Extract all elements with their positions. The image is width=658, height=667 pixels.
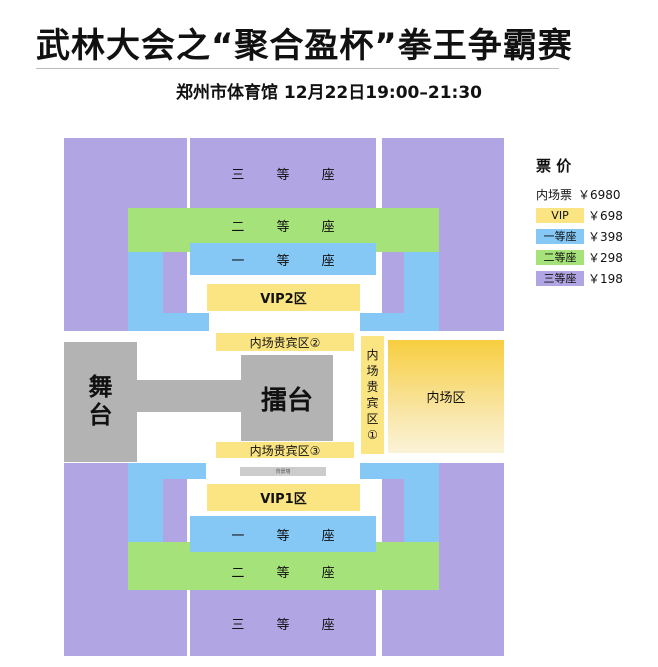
legend-vip-price: ￥698 xyxy=(588,209,623,223)
second-class-bottom-label: 二 等 座 xyxy=(231,565,349,581)
price-legend: 内场票 ￥6980 VIP ￥698 一等座 ￥398 二等座 ￥298 三等座… xyxy=(536,184,654,289)
vip1-zone[interactable]: VIP1区 xyxy=(207,484,360,511)
legend-third-swatch: 三等座 xyxy=(536,271,584,286)
second-class-top-left[interactable] xyxy=(128,208,190,252)
venue-datetime: 郑州市体育馆 12月22日19:00–21:30 xyxy=(176,83,482,103)
first-class-bottom-left-strip[interactable] xyxy=(128,463,206,479)
legend-vip-swatch: VIP xyxy=(536,208,584,223)
guest-zone-2-label: 内场贵宾区② xyxy=(249,335,321,350)
first-class-bottom-right-side[interactable] xyxy=(404,479,439,542)
guest-zone-1[interactable]: 内场贵宾区① xyxy=(361,336,384,454)
vip2-label: VIP2区 xyxy=(260,292,307,307)
legend-item-inner: 内场票 ￥6980 xyxy=(536,184,654,205)
legend-title: 票 价 xyxy=(536,157,572,175)
first-class-bottom-right-strip[interactable] xyxy=(360,463,439,479)
page-title: 武林大会之“聚合盈杯”拳王争霸赛 xyxy=(36,26,573,66)
legend-item-vip: VIP ￥698 xyxy=(536,205,654,226)
second-class-top-label: 二 等 座 xyxy=(231,220,349,235)
first-class-top-right-strip[interactable] xyxy=(360,313,404,331)
first-class-bottom-label: 一 等 座 xyxy=(231,528,349,544)
first-class-bottom[interactable]: 一 等 座 xyxy=(190,516,376,552)
first-class-top[interactable]: 一 等 座 xyxy=(190,243,376,275)
third-class-top-label: 三 等 座 xyxy=(231,167,349,183)
legend-first-swatch: 一等座 xyxy=(536,229,584,244)
second-class-bottom-left[interactable] xyxy=(128,542,190,590)
title-divider xyxy=(36,68,559,69)
second-class-top-right[interactable] xyxy=(376,208,439,252)
guest-zone-2[interactable]: 内场贵宾区② xyxy=(216,333,354,351)
legend-item-first: 一等座 ￥398 xyxy=(536,226,654,247)
vip2-zone[interactable]: VIP2区 xyxy=(207,284,360,311)
boxing-ring[interactable]: 擂台 xyxy=(241,355,333,441)
legend-first-price: ￥398 xyxy=(588,230,623,244)
legend-item-second: 二等座 ￥298 xyxy=(536,247,654,268)
inner-zone-label: 内场区 xyxy=(426,391,466,406)
stage-label: 舞台 xyxy=(88,373,113,429)
legend-inner-price: ￥6980 xyxy=(578,188,621,202)
inner-zone[interactable]: 内场区 xyxy=(388,340,504,453)
ring-label: 擂台 xyxy=(260,385,313,416)
backdrop-bar: 背景墙 xyxy=(240,467,326,476)
legend-third-price: ￥198 xyxy=(588,272,623,286)
legend-second-price: ￥298 xyxy=(588,251,623,265)
first-class-top-left-strip[interactable] xyxy=(163,313,209,331)
vip1-label: VIP1区 xyxy=(260,492,307,507)
legend-second-swatch: 二等座 xyxy=(536,250,584,265)
first-class-top-right-side[interactable] xyxy=(404,252,439,331)
first-class-top-left-side[interactable] xyxy=(128,252,163,331)
legend-inner-label: 内场票 xyxy=(536,188,573,202)
third-class-top[interactable]: 三 等 座 xyxy=(190,138,376,208)
stage-runway xyxy=(137,380,241,412)
second-class-top[interactable]: 二 等 座 xyxy=(190,208,376,243)
first-class-top-label: 一 等 座 xyxy=(231,253,349,269)
legend-item-third: 三等座 ￥198 xyxy=(536,268,654,289)
guest-zone-1-label: 内场贵宾区① xyxy=(366,348,379,442)
second-class-bottom[interactable]: 二 等 座 xyxy=(190,552,376,590)
guest-zone-3[interactable]: 内场贵宾区③ xyxy=(216,442,354,458)
stage[interactable]: 舞台 xyxy=(64,342,137,462)
third-class-bottom[interactable]: 三 等 座 xyxy=(190,590,376,656)
third-class-bottom-label: 三 等 座 xyxy=(231,617,349,633)
first-class-bottom-left-side[interactable] xyxy=(128,479,163,542)
second-class-bottom-right[interactable] xyxy=(376,542,439,590)
guest-zone-3-label: 内场贵宾区③ xyxy=(249,443,321,458)
backdrop-label: 背景墙 xyxy=(275,469,291,475)
